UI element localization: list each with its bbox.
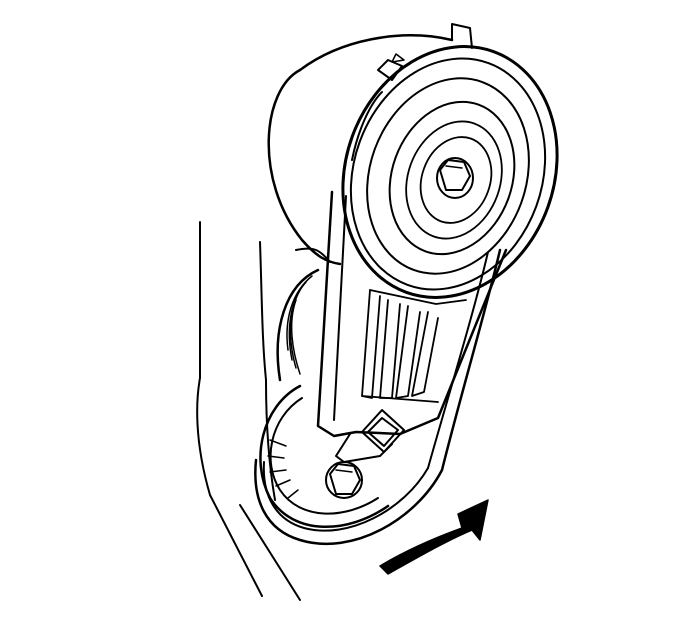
arm-ribs (361, 289, 467, 403)
lower-pulley-teeth (267, 439, 299, 499)
mounting-bolt (325, 461, 363, 499)
pulley-bolt (436, 157, 474, 199)
pulley-ribs (286, 275, 313, 375)
tensioner-arm (316, 190, 508, 463)
engine-bracket (196, 221, 301, 601)
square-drive-diamond (361, 409, 405, 453)
tensioner-pulley (341, 45, 559, 299)
direction-arrow (379, 499, 489, 575)
indicator-triangle (391, 53, 405, 63)
tensioner-body (267, 23, 473, 266)
